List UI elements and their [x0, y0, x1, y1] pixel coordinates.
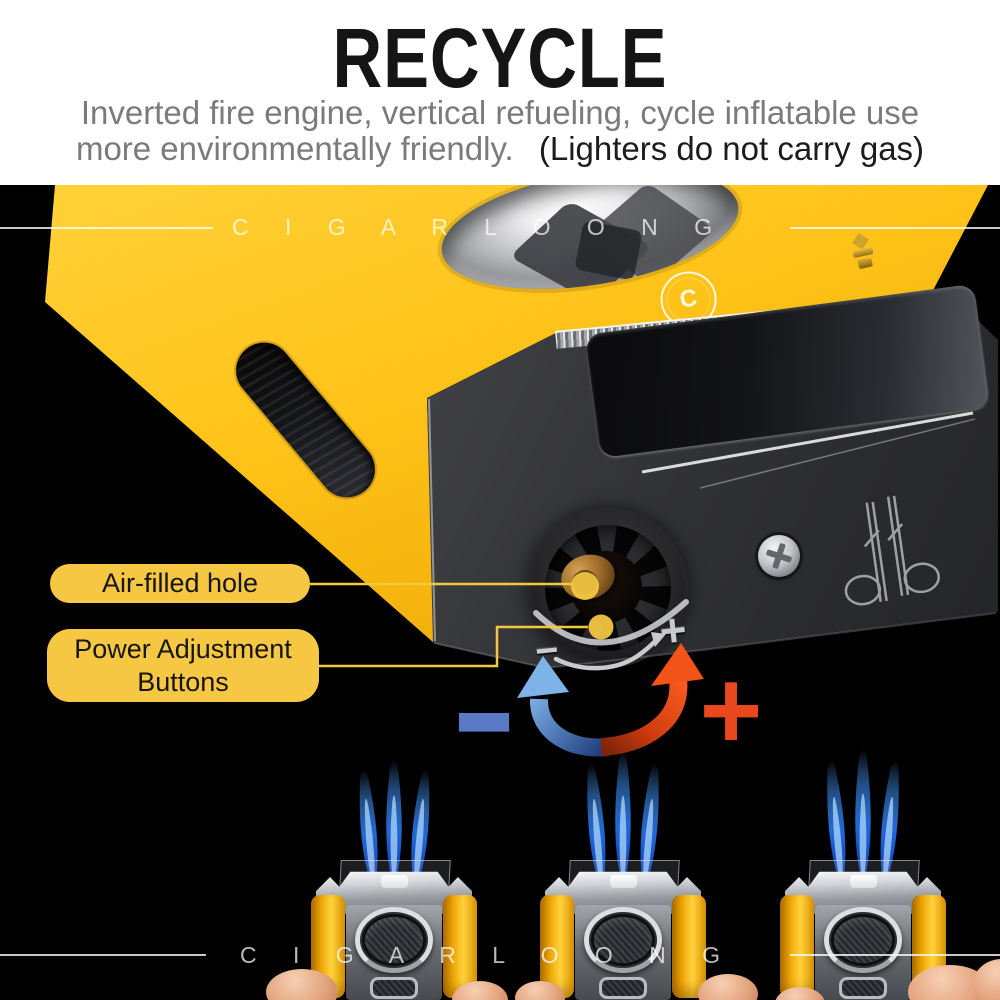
callout-air-filled-hole: Air-filled hole — [50, 564, 310, 603]
brand-stamp-monogram: C — [677, 284, 700, 314]
subtitle-line2-text: more environmentally friendly. — [75, 130, 514, 167]
fingertip — [266, 969, 338, 1000]
fingertip — [452, 981, 508, 1000]
rotate-cw-arrow-icon — [600, 677, 688, 756]
lower-mesh-panel — [370, 977, 418, 999]
increase-sign: + — [697, 654, 765, 767]
watermark-line — [790, 954, 1000, 956]
mini-lighter-yellow-arm — [780, 895, 814, 998]
header: RECYCLE Inverted fire engine, vertical r… — [0, 0, 1000, 185]
subtitle-line1: Inverted fire engine, vertical refueling… — [80, 94, 920, 131]
mini-lighter — [308, 855, 480, 1000]
page-title: RECYCLE — [332, 11, 668, 105]
emblem-mesh — [365, 917, 423, 963]
callout-power-line2: Buttons — [137, 666, 229, 697]
fingertip — [698, 974, 758, 1000]
ignition-button — [850, 875, 877, 888]
mini-lighter-yellow-arm — [443, 895, 477, 998]
decrease-sign: − — [452, 636, 516, 806]
gold-crest-base — [857, 257, 873, 270]
mini-lighter — [537, 855, 709, 1000]
engraved-minus: − — [533, 627, 561, 675]
emblem-ring — [824, 907, 902, 973]
decrease-sign-glyph: − — [454, 625, 514, 817]
emblem-ring — [355, 907, 433, 973]
mini-lighter-core — [815, 905, 911, 1000]
fingertip — [973, 959, 1000, 1000]
ignition-button — [610, 875, 637, 888]
mini-lighter-yellow-arm — [672, 895, 706, 998]
watermark-line — [0, 227, 213, 229]
emblem-ring — [584, 907, 662, 973]
watermark-text-top: C I G A R L O O N G — [232, 214, 728, 240]
subtitle-note: (Lighters do not carry gas) — [538, 130, 925, 167]
watermark-text-bottom: C I G A R L O O N G — [240, 942, 736, 968]
ignition-button — [381, 875, 408, 888]
screw-icon — [758, 535, 800, 577]
fingertip — [775, 987, 825, 1000]
emblem-mesh — [594, 917, 652, 963]
watermark-line — [790, 227, 1000, 229]
fingertip — [515, 981, 565, 1000]
gold-crest-bar — [852, 247, 874, 259]
increase-sign-glyph: + — [699, 647, 763, 774]
emblem-mesh — [834, 917, 892, 963]
lower-mesh-panel — [599, 977, 647, 999]
engraved-plus: + — [656, 602, 690, 658]
mini-lighter-core — [346, 905, 442, 1000]
refill-valve-bore — [572, 570, 598, 596]
mini-lighter-yellow-arm — [540, 895, 574, 998]
lower-mesh-panel — [839, 977, 887, 999]
subtitle-line2: more environmentally friendly. (Lighters… — [0, 132, 1000, 165]
watermark-line — [0, 954, 206, 956]
callout-power-adjustment: Power Adjustment Buttons — [47, 629, 319, 702]
rotate-ccw-arrow-icon — [530, 698, 609, 757]
callout-power-line1: Power Adjustment — [74, 633, 292, 664]
mini-lighter-core — [575, 905, 671, 1000]
callout-air-filled-hole-label: Air-filled hole — [101, 568, 259, 598]
